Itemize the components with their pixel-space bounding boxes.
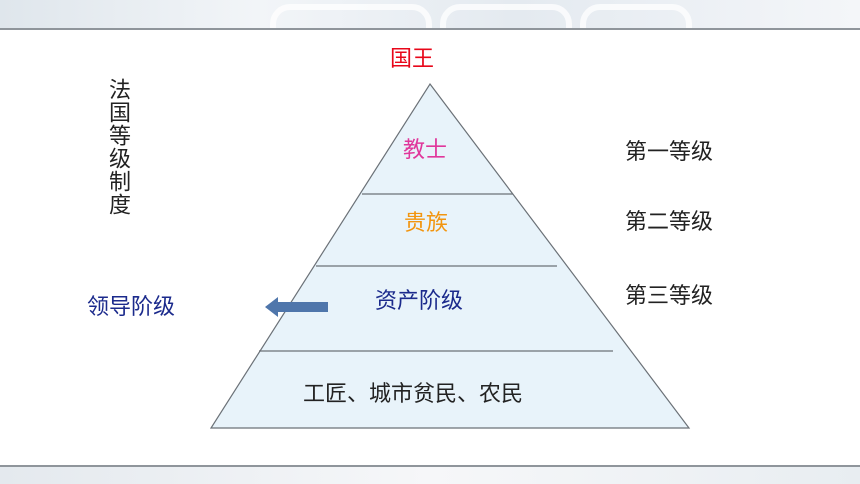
header-decoration	[270, 4, 432, 30]
diagram-title: 法国等级制度	[105, 78, 130, 216]
header-divider	[0, 28, 860, 30]
estate-label-first: 第一等级	[625, 140, 714, 165]
estate-label-second: 第二等级	[625, 210, 714, 235]
tier-label-bourgeoisie: 资产阶级	[375, 289, 464, 314]
tier-label-commoners: 工匠、城市贫民、农民	[303, 382, 524, 407]
footer-divider	[0, 465, 860, 467]
estate-label-third: 第三等级	[625, 284, 714, 309]
header-decoration	[580, 4, 692, 30]
tier-label-clergy: 教士	[403, 138, 448, 163]
apex-label: 国王	[390, 47, 435, 72]
pyramid-shape	[209, 82, 691, 429]
header-band	[0, 0, 860, 30]
leader-class-label: 领导阶级	[87, 295, 176, 320]
left-arrow-icon	[265, 297, 328, 317]
header-decoration	[440, 4, 572, 30]
tier-label-nobility: 贵族	[404, 211, 449, 236]
footer-band	[0, 467, 860, 484]
